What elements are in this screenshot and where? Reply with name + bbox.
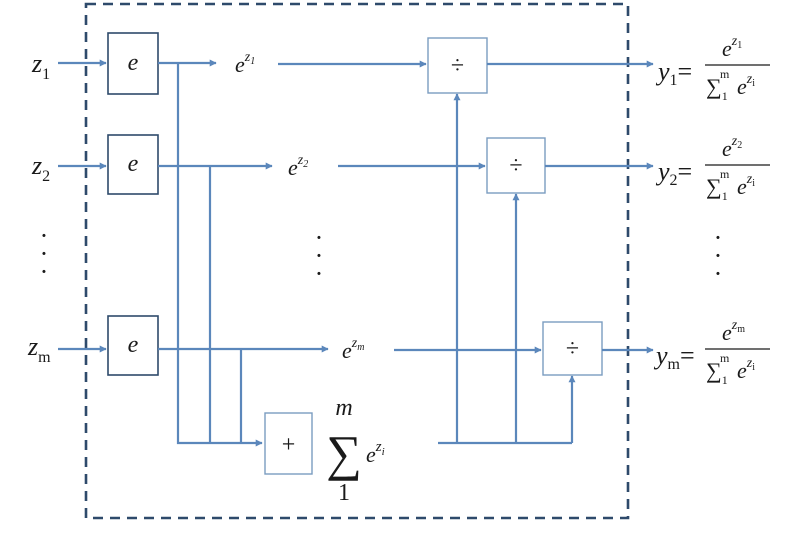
divide-box-2 <box>486 137 546 194</box>
sum-symbol: ∑ <box>326 425 362 481</box>
exp-box-2 <box>107 134 159 195</box>
input-label-1: z1 <box>31 49 50 83</box>
output-formula-m: ym= ezm ∑1 m ezi <box>653 318 770 387</box>
ellipsis-exps: · · · <box>315 223 324 288</box>
output-formula-2: y2= ez2 ∑1 m ezi <box>655 134 770 203</box>
softmax-layer-frame <box>84 2 630 520</box>
svg-text:·: · <box>40 257 49 286</box>
ellipsis-inputs: · · · <box>40 221 49 286</box>
exp-box-2-label: e <box>128 151 139 177</box>
svg-text:·: · <box>315 241 324 270</box>
divide-box-1 <box>427 37 488 94</box>
svg-text:m: m <box>720 167 730 181</box>
exp-box-m <box>107 315 159 376</box>
svg-text:·: · <box>315 223 324 252</box>
svg-text:m: m <box>720 67 730 81</box>
sum-box-label: + <box>282 432 296 458</box>
svg-text:ez1: ez1 <box>722 34 742 61</box>
sum-box <box>264 412 313 475</box>
divide-box-m-label: ÷ <box>566 336 579 362</box>
svg-text:·: · <box>40 239 49 268</box>
exp-box-1 <box>107 32 159 95</box>
svg-text:·: · <box>315 259 324 288</box>
input-label-m: zm <box>27 332 51 366</box>
exp-box-m-label: e <box>128 332 139 358</box>
svg-text:·: · <box>714 223 723 252</box>
divide-box-2-label: ÷ <box>509 153 522 179</box>
svg-text:∑1: ∑1 <box>706 74 728 103</box>
collector-line-1 <box>176 63 263 447</box>
svg-text:ezi: ezi <box>737 72 755 99</box>
svg-text:·: · <box>714 259 723 288</box>
svg-text:y1=: y1= <box>655 57 692 89</box>
svg-text:ezm: ezm <box>722 318 745 345</box>
exp-label-1: ez1 <box>235 50 255 77</box>
svg-text:·: · <box>40 221 49 250</box>
svg-text:∑1: ∑1 <box>706 174 728 203</box>
svg-text:ezi: ezi <box>737 172 755 199</box>
svg-text:m: m <box>720 351 730 365</box>
divide-box-m <box>542 321 603 376</box>
output-formula-1: y1= ez1 ∑1 m ezi <box>655 34 770 103</box>
svg-text:·: · <box>714 241 723 270</box>
sum-term: ezi <box>366 439 385 467</box>
divide-box-1-label: ÷ <box>451 53 464 79</box>
svg-text:ym=: ym= <box>653 341 695 373</box>
sum-lower-limit: 1 <box>338 480 350 506</box>
input-label-2: z2 <box>31 151 50 185</box>
svg-text:ezi: ezi <box>737 356 755 383</box>
exp-label-2: ez2 <box>288 153 308 180</box>
svg-text:∑1: ∑1 <box>706 358 728 387</box>
exp-box-1-label: e <box>128 50 139 76</box>
svg-text:y2=: y2= <box>655 157 692 189</box>
exp-label-m: ezm <box>342 336 364 363</box>
svg-text:ez2: ez2 <box>722 134 742 161</box>
ellipsis-outputs: · · · <box>714 223 723 288</box>
sum-upper-limit: m <box>335 395 352 421</box>
